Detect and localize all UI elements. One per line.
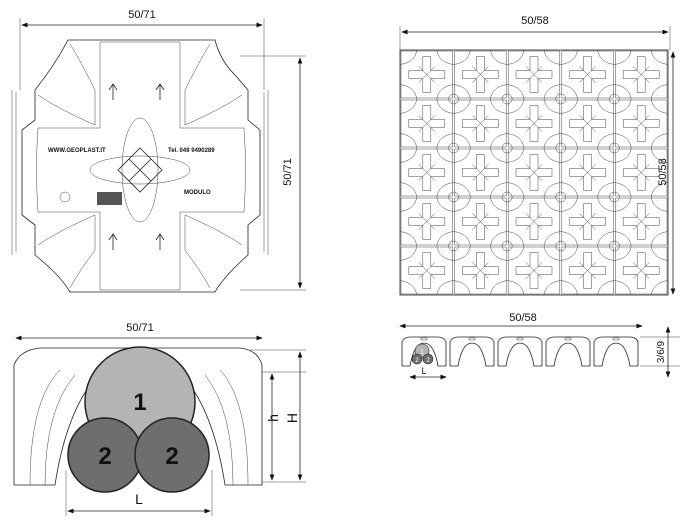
profile-pipe-large-label: 1 xyxy=(420,350,424,356)
outer-height-label: H xyxy=(284,413,300,423)
pipe-small-right-label: 2 xyxy=(165,443,178,470)
grid-joint xyxy=(609,240,620,252)
date-stamp-icon xyxy=(97,192,122,205)
section-outline xyxy=(13,347,263,486)
grid-module xyxy=(399,245,454,296)
plan-height-dimension: 50/71 xyxy=(282,158,294,186)
grid-module xyxy=(507,98,561,149)
grid-joint xyxy=(448,142,459,154)
arrow-up-icon xyxy=(108,83,118,100)
grid-module xyxy=(614,98,669,149)
length-label: L xyxy=(135,491,143,507)
grid-module xyxy=(560,49,615,100)
profile-segment xyxy=(449,336,495,367)
pipe-small-left-label: 2 xyxy=(98,443,111,470)
grid-joint xyxy=(501,93,513,105)
profile-segment xyxy=(545,336,591,367)
grid-module xyxy=(399,196,454,247)
profile-segment xyxy=(593,336,639,367)
profile-pipe-small-left-label: 2 xyxy=(415,358,419,364)
grid-joint xyxy=(555,240,567,252)
arrow-up-icon xyxy=(108,233,118,250)
grid-module xyxy=(453,147,508,198)
grid-joint xyxy=(609,142,620,154)
module-cross xyxy=(36,41,246,291)
profile-length-label: L xyxy=(421,366,426,376)
phone-label: Tel. 049 9490289 xyxy=(168,148,215,154)
profile-view: 50/58 3/6/9 1 2 2 L xyxy=(399,312,680,380)
grid-module xyxy=(399,98,454,149)
pipe-small-right xyxy=(134,417,210,493)
inner-height-label: h xyxy=(265,414,281,422)
grid-module xyxy=(614,147,669,198)
grid-view: 50/58 50/58 xyxy=(399,15,676,296)
grid-module xyxy=(614,196,669,247)
grid-joint xyxy=(555,93,567,105)
grid-module xyxy=(507,245,561,296)
grid-outline xyxy=(399,49,669,296)
arrow-up-icon xyxy=(155,233,165,250)
section-width-dimension: 50/71 xyxy=(126,322,154,334)
profile-pipe-small-right-label: 2 xyxy=(426,358,430,364)
profile-height-dimension: 3/6/9 xyxy=(656,340,667,363)
grid-module xyxy=(453,196,508,247)
grid-module xyxy=(453,245,508,296)
grid-module xyxy=(399,147,454,198)
grid-module xyxy=(614,245,669,296)
grid-joint xyxy=(448,191,459,203)
center-lattice xyxy=(117,147,163,193)
plan-width-dimension: 50/71 xyxy=(128,9,156,21)
grid-module xyxy=(453,98,508,149)
profile-width-dimension: 50/58 xyxy=(509,312,537,324)
plan-view: 50/71 50/71 WWW.GEOPLAST.IT Tel. 049 949… xyxy=(11,9,306,293)
grid-joint xyxy=(448,93,459,105)
profile-segment xyxy=(497,336,543,367)
grid-joint xyxy=(501,240,513,252)
grid-joint xyxy=(609,191,620,203)
section-view: 50/71 1 2 2 L h H xyxy=(13,322,306,516)
grid-joint xyxy=(448,240,459,252)
grid-module xyxy=(560,196,615,247)
grid-joint xyxy=(609,93,620,105)
grid-joint xyxy=(555,191,567,203)
grid-module xyxy=(614,49,669,100)
grid-module xyxy=(507,196,561,247)
grid-module xyxy=(399,49,454,100)
grid-module xyxy=(560,147,615,198)
module-outline xyxy=(21,39,261,293)
grid-height-dimension: 50/58 xyxy=(657,158,669,186)
grid-module xyxy=(453,49,508,100)
grid-width-dimension: 50/58 xyxy=(521,15,549,27)
recycle-logo-icon xyxy=(59,191,71,203)
pipe-large-label: 1 xyxy=(133,389,146,416)
grid-module xyxy=(560,245,615,296)
grid-joint xyxy=(555,142,567,154)
arrow-up-icon xyxy=(155,83,165,100)
grid-joint xyxy=(501,191,513,203)
arrow-icons xyxy=(108,83,165,250)
grid-joint xyxy=(501,142,513,154)
grid-module xyxy=(560,98,615,149)
grid-module xyxy=(507,147,561,198)
website-label: WWW.GEOPLAST.IT xyxy=(48,148,106,154)
grid-module xyxy=(507,49,561,100)
model-label: MODULO xyxy=(184,190,211,196)
